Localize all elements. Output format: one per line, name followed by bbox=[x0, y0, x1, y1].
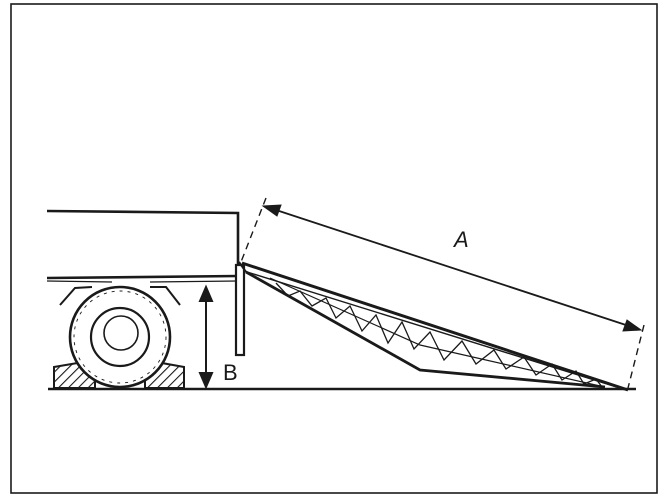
rim-inner bbox=[103, 315, 139, 351]
tail-gate bbox=[234, 263, 246, 357]
label-a: A bbox=[452, 227, 469, 252]
label-b: B bbox=[223, 360, 238, 385]
ramp-bottom-chord bbox=[245, 270, 606, 389]
dimension-b bbox=[198, 284, 214, 390]
extension-line-left bbox=[240, 197, 267, 263]
dimension-line-a bbox=[272, 208, 633, 328]
truck-wheel bbox=[68, 285, 172, 389]
ramp-deck-under bbox=[243, 270, 621, 389]
diagram-border bbox=[10, 3, 658, 494]
truck-bed bbox=[46, 209, 240, 306]
arrow-right-a bbox=[622, 319, 643, 332]
extension-line-right bbox=[627, 324, 645, 389]
dimension-a bbox=[240, 197, 645, 389]
ramp-lip bbox=[238, 261, 247, 273]
loading-ramp bbox=[238, 261, 629, 392]
ramp-top-deck bbox=[241, 261, 629, 392]
arrow-left-a bbox=[261, 204, 282, 217]
tire-tread bbox=[73, 290, 167, 384]
truss-web bbox=[275, 282, 603, 388]
